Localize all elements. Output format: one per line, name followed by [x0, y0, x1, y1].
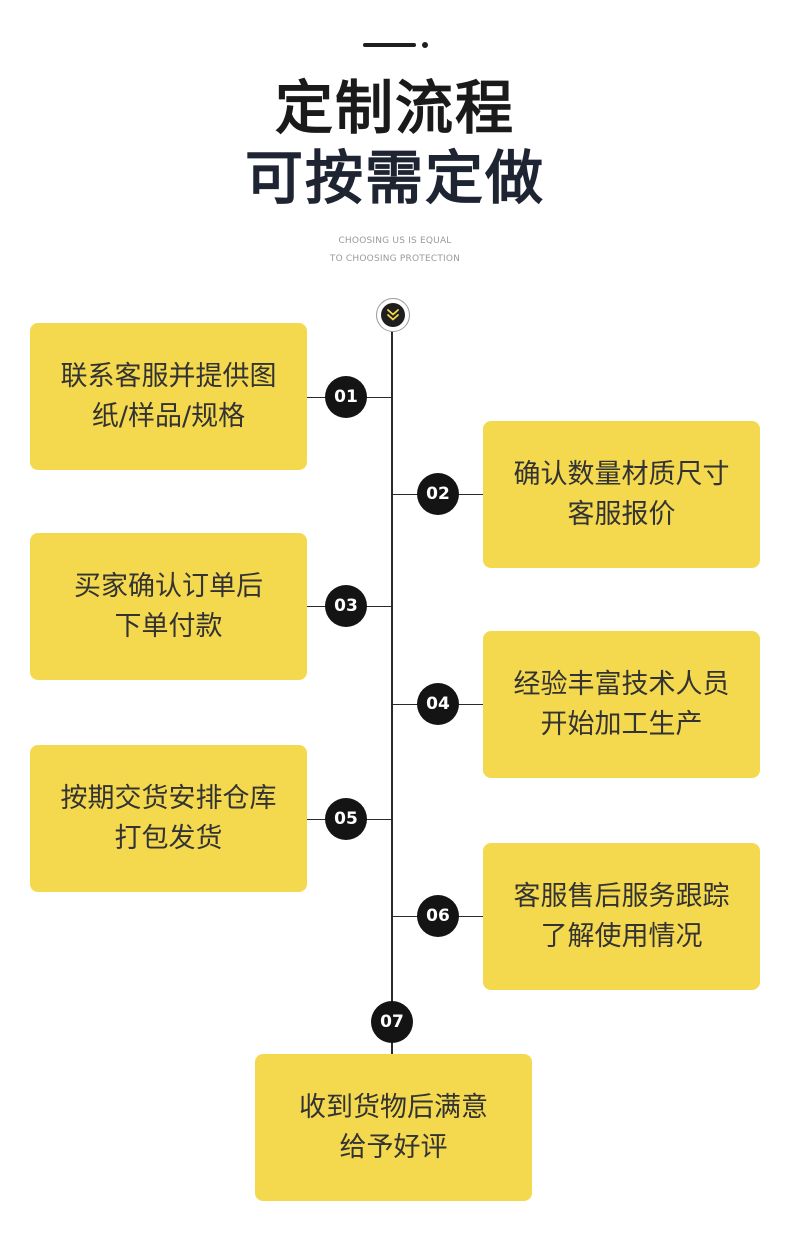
step-card-01: 联系客服并提供图 纸/样品/规格 [30, 323, 307, 470]
step-number-badge: 05 [325, 798, 367, 840]
step-number-badge: 06 [417, 895, 459, 937]
step-card-04: 经验丰富技术人员 开始加工生产 [483, 631, 760, 778]
page-subtitle-title: 可按需定做 [244, 144, 545, 212]
step-card-05: 按期交货安排仓库 打包发货 [30, 745, 307, 892]
step-text-line2: 打包发货 [114, 822, 223, 854]
step-text-line2: 开始加工生产 [540, 708, 703, 740]
step-card-06: 客服售后服务跟踪 了解使用情况 [483, 843, 760, 990]
step-text-line1: 联系客服并提供图 [60, 360, 277, 392]
timeline-axis [391, 316, 393, 1054]
step-text-line1: 确认数量材质尺寸 [513, 458, 730, 490]
decorative-dot [422, 42, 428, 48]
timeline-start-node [376, 298, 410, 332]
step-number-badge: 03 [325, 585, 367, 627]
step-text-line1: 客服售后服务跟踪 [513, 880, 730, 912]
step-number-badge: 07 [371, 1001, 413, 1043]
step-number-badge: 04 [417, 683, 459, 725]
step-card-02: 确认数量材质尺寸 客服报价 [483, 421, 760, 568]
step-text-line2: 客服报价 [567, 498, 676, 530]
step-card-03: 买家确认订单后 下单付款 [30, 533, 307, 680]
step-card-07: 收到货物后满意 给予好评 [255, 1054, 532, 1201]
step-text-line1: 经验丰富技术人员 [513, 668, 730, 700]
step-text-line1: 买家确认订单后 [74, 570, 263, 602]
double-chevron-down-icon [381, 303, 405, 327]
tagline-line-1: CHOOSING US IS EQUAL [338, 236, 452, 246]
step-text-line2: 纸/样品/规格 [91, 400, 246, 432]
step-text-line2: 下单付款 [114, 610, 223, 642]
step-text-line2: 了解使用情况 [540, 920, 703, 952]
step-text-line1: 收到货物后满意 [299, 1091, 488, 1123]
decorative-dash [363, 43, 416, 47]
tagline-line-2: TO CHOOSING PROTECTION [329, 254, 461, 264]
page-title: 定制流程 [274, 74, 515, 142]
step-text-line1: 按期交货安排仓库 [60, 782, 277, 814]
step-number-badge: 02 [417, 473, 459, 515]
step-text-line2: 给予好评 [339, 1131, 448, 1163]
step-number-badge: 01 [325, 376, 367, 418]
